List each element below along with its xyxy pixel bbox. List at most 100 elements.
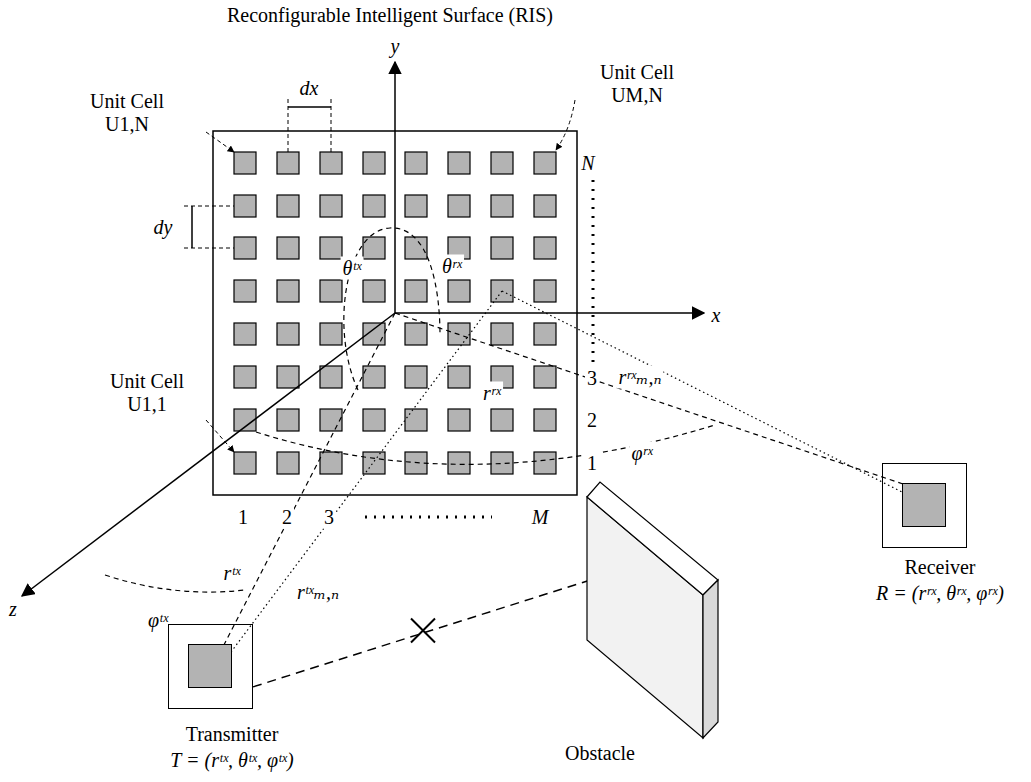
unit-cell xyxy=(448,280,470,302)
unit-cell xyxy=(491,323,513,345)
axis-label: z xyxy=(7,598,19,621)
unit-cell xyxy=(491,452,513,474)
axis-label: x xyxy=(710,304,723,327)
unit-cell xyxy=(320,452,342,474)
obstacle-shape xyxy=(565,478,725,740)
distance-label: rᵗˣ xyxy=(222,562,243,585)
unit-cell xyxy=(405,280,427,302)
node-name: Transmitter xyxy=(140,721,324,747)
unit-cell xyxy=(277,280,299,302)
obstacle-side xyxy=(703,580,718,738)
unit-cell xyxy=(491,195,513,217)
unit-cell xyxy=(491,237,513,259)
unit-cell xyxy=(405,237,427,259)
unit-cell xyxy=(534,280,556,302)
z-axis xyxy=(22,313,395,596)
unit-cell xyxy=(234,452,256,474)
unit-cell xyxy=(320,366,342,388)
unit-cell xyxy=(534,195,556,217)
unit-cell xyxy=(320,280,342,302)
blocked-mark xyxy=(411,618,435,642)
unit-cell xyxy=(405,152,427,174)
distance-line xyxy=(395,313,912,487)
transmitter-antenna xyxy=(188,644,232,688)
unit-cell xyxy=(448,152,470,174)
transmitter-node: TransmitterT = (rᵗˣ, θᵗˣ, φᵗˣ) xyxy=(140,624,324,773)
unit-cell xyxy=(277,409,299,431)
receiver-box xyxy=(882,463,967,548)
unit-cell xyxy=(363,152,385,174)
x-axis xyxy=(395,312,704,314)
dimension-line xyxy=(288,106,331,108)
unit-cell xyxy=(534,452,556,474)
unit-cell xyxy=(405,366,427,388)
obstacle-node: Obstacle xyxy=(565,478,725,766)
transmitter-box xyxy=(168,624,253,709)
unit-cell xyxy=(363,409,385,431)
unit-cell xyxy=(491,409,513,431)
index-dots xyxy=(592,180,595,362)
distance-line xyxy=(502,291,912,497)
distance-label: rʳˣₘ,ₙ xyxy=(616,366,663,389)
unit-cell xyxy=(405,409,427,431)
unit-cell xyxy=(277,237,299,259)
unit-cell xyxy=(534,409,556,431)
index-number: 1 xyxy=(236,506,250,529)
unit-cell xyxy=(234,366,256,388)
coordinate-label: R = (rʳˣ, θʳˣ, φʳˣ) xyxy=(850,580,1030,606)
dimension-label: dy xyxy=(152,216,175,239)
angle-label: φᵗˣ xyxy=(146,609,170,632)
unit-cell xyxy=(405,323,427,345)
y-axis xyxy=(394,62,396,313)
unit-cell xyxy=(277,152,299,174)
unit-cell xyxy=(234,323,256,345)
unit-cell xyxy=(277,195,299,217)
node-name: Receiver xyxy=(850,554,1030,580)
index-number: N xyxy=(579,152,596,175)
leader-arrow xyxy=(556,100,575,150)
dimension-guide xyxy=(331,98,332,152)
unit-cell xyxy=(363,452,385,474)
axis-label: y xyxy=(389,35,402,58)
angle-label: θʳˣ xyxy=(440,255,464,278)
unit-cell xyxy=(320,409,342,431)
index-number: 3 xyxy=(585,367,599,390)
unit-cell xyxy=(363,195,385,217)
unit-cell xyxy=(534,152,556,174)
index-number: 2 xyxy=(585,409,599,432)
unit-cell xyxy=(448,366,470,388)
dimension-label: dx xyxy=(298,77,321,100)
distance-line xyxy=(216,291,502,672)
unit-cell xyxy=(534,237,556,259)
receiver-node: ReceiverR = (rʳˣ, θʳˣ, φʳˣ) xyxy=(850,463,1030,606)
distance-line xyxy=(212,313,395,668)
angle-label: θᵗˣ xyxy=(341,257,364,280)
unit-cell xyxy=(491,152,513,174)
index-number: 1 xyxy=(585,452,599,475)
distance-label: rᵗˣₘ,ₙ xyxy=(295,581,341,604)
unit-cell xyxy=(234,280,256,302)
unit-cell xyxy=(277,452,299,474)
blocked-path-arrow xyxy=(253,576,603,687)
unit-cell xyxy=(448,452,470,474)
unit-cell-label: Unit Cell U1,N xyxy=(75,90,179,136)
index-dots xyxy=(365,516,492,519)
index-number: 2 xyxy=(280,506,294,529)
angle-label: φʳˣ xyxy=(629,442,654,465)
unit-cell xyxy=(320,323,342,345)
distance-label: rʳˣ xyxy=(481,382,503,405)
unit-cell-label: Unit Cell UM,N xyxy=(585,61,689,107)
dimension-line xyxy=(191,206,193,248)
unit-cell xyxy=(320,152,342,174)
index-number: M xyxy=(530,506,551,529)
unit-cell xyxy=(363,280,385,302)
unit-cell xyxy=(234,152,256,174)
unit-cell xyxy=(448,195,470,217)
unit-cell xyxy=(405,195,427,217)
phi-rx-arc xyxy=(256,425,715,464)
unit-cell xyxy=(320,237,342,259)
diagram-title: Reconfigurable Intelligent Surface (RIS) xyxy=(225,4,555,27)
obstacle-top xyxy=(587,482,718,595)
dimension-guide xyxy=(288,98,289,152)
